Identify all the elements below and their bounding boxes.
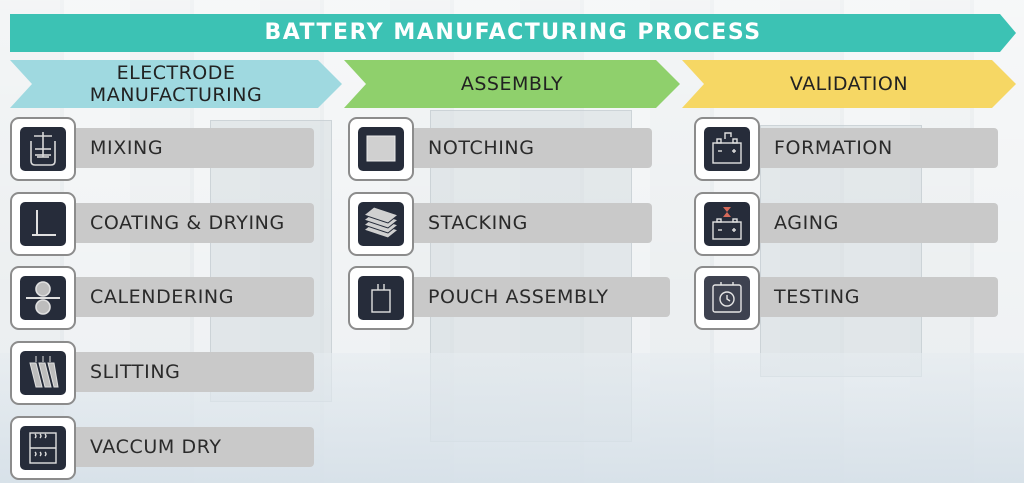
mixer-icon (20, 127, 66, 171)
step-label: TESTING (752, 277, 998, 317)
step-label: FORMATION (752, 128, 998, 168)
header-label: ASSEMBLY (460, 73, 564, 95)
header-label: VALIDATION (789, 73, 909, 95)
battery-hourglass-icon (704, 202, 750, 246)
notching-icon (358, 127, 404, 171)
step-label: CALENDERING (68, 277, 314, 317)
step-label: POUCH ASSEMBLY (406, 277, 670, 317)
battery-formation-icon (704, 127, 750, 171)
vacuum-dry-icon (20, 426, 66, 470)
page-title: BATTERY MANUFACTURING PROCESS (264, 20, 762, 45)
header-validation: VALIDATION (682, 60, 1016, 108)
slitting-icon (20, 351, 66, 395)
pouch-icon (358, 276, 404, 320)
step-label: STACKING (406, 203, 652, 243)
clock-test-icon (704, 276, 750, 320)
step-label: COATING & DRYING (68, 203, 314, 243)
title-banner: BATTERY MANUFACTURING PROCESS (10, 14, 1016, 52)
step-label: MIXING (68, 128, 314, 168)
calender-rollers-icon (20, 276, 66, 320)
coating-icon (20, 202, 66, 246)
stacking-icon (358, 202, 404, 246)
step-label: SLITTING (68, 352, 314, 392)
step-label: NOTCHING (406, 128, 652, 168)
step-label: AGING (752, 203, 998, 243)
header-assembly: ASSEMBLY (344, 60, 680, 108)
step-label: VACCUM DRY (68, 427, 314, 467)
